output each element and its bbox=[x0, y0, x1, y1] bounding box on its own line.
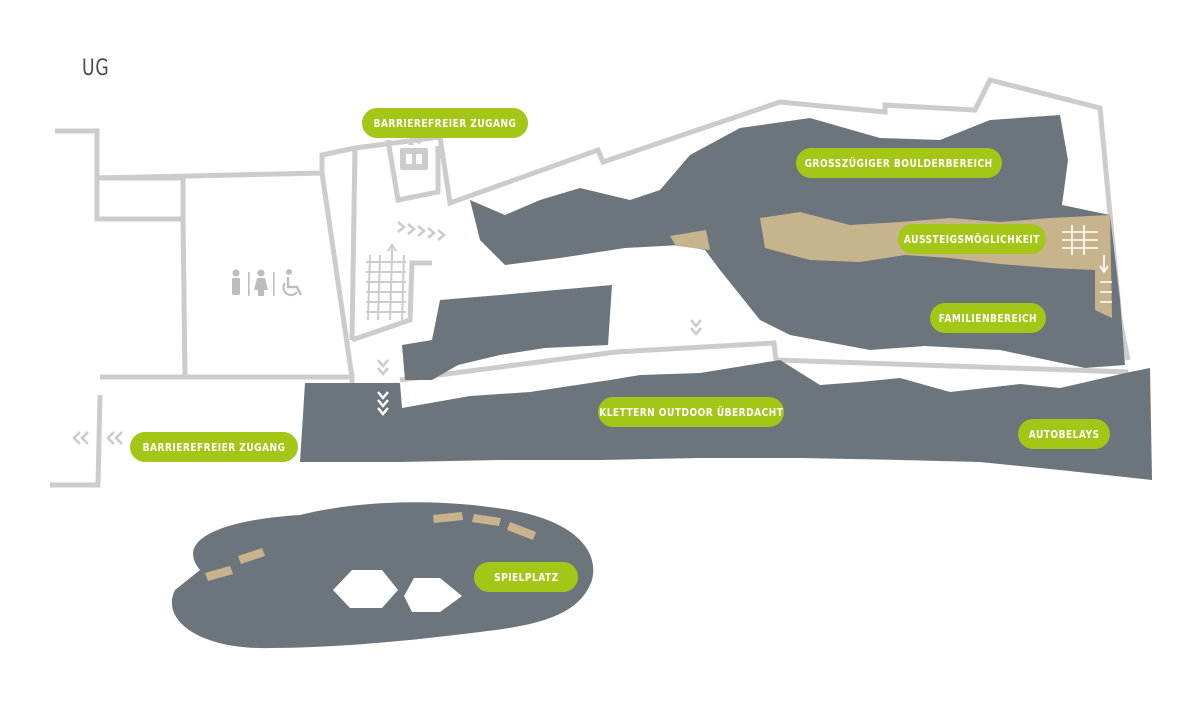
direction-arrow-icon bbox=[72, 221, 702, 445]
building-walls bbox=[50, 77, 1139, 488]
label-text: KLETTERN OUTDOOR ÜBERDACHT bbox=[598, 405, 784, 419]
restroom-divider-2 bbox=[273, 272, 275, 296]
label-spielplatz[interactable]: SPIELPLATZ bbox=[474, 562, 578, 592]
floor-label: UG bbox=[82, 56, 110, 81]
label-text: BARRIEREFREIER ZUGANG bbox=[142, 440, 286, 454]
stairs-icon bbox=[366, 243, 406, 321]
label-barrierefreier-zugang-top[interactable]: BARRIEREFREIER ZUGANG bbox=[362, 108, 528, 138]
label-text: AUSSTEIGSMÖGLICHKEIT bbox=[903, 232, 1041, 246]
male-toilet-icon bbox=[232, 269, 240, 295]
label-text: AUTOBELAYS bbox=[1028, 427, 1100, 441]
elevator-icon bbox=[400, 140, 428, 170]
playground-platform-1 bbox=[333, 570, 398, 608]
label-klettern-outdoor[interactable]: KLETTERN OUTDOOR ÜBERDACHT bbox=[598, 397, 784, 427]
playground-path bbox=[205, 512, 536, 581]
label-text: BARRIEREFREIER ZUGANG bbox=[373, 116, 517, 130]
climbing-wall-middle bbox=[402, 285, 612, 380]
label-text: FAMILIENBEREICH bbox=[938, 311, 1038, 325]
label-familienbereich[interactable]: FAMILIENBEREICH bbox=[930, 303, 1046, 333]
label-text: SPIELPLATZ bbox=[493, 570, 559, 584]
label-boulderbereich[interactable]: GROSSZÜGIGER BOULDERBEREICH bbox=[796, 148, 1002, 178]
label-aussteigsmoeglichkeit[interactable]: AUSSTEIGSMÖGLICHKEIT bbox=[898, 224, 1046, 254]
playground-platform-2 bbox=[404, 578, 462, 612]
label-autobelays[interactable]: AUTOBELAYS bbox=[1018, 419, 1110, 449]
label-barrierefreier-zugang-left[interactable]: BARRIEREFREIER ZUGANG bbox=[130, 432, 298, 462]
female-toilet-icon bbox=[254, 269, 268, 296]
label-text: GROSSZÜGIGER BOULDERBEREICH bbox=[804, 156, 994, 170]
exit-markings bbox=[1062, 225, 1112, 303]
restroom-divider bbox=[248, 272, 250, 296]
landing-mat bbox=[670, 230, 710, 250]
wheelchair-icon bbox=[282, 269, 303, 297]
